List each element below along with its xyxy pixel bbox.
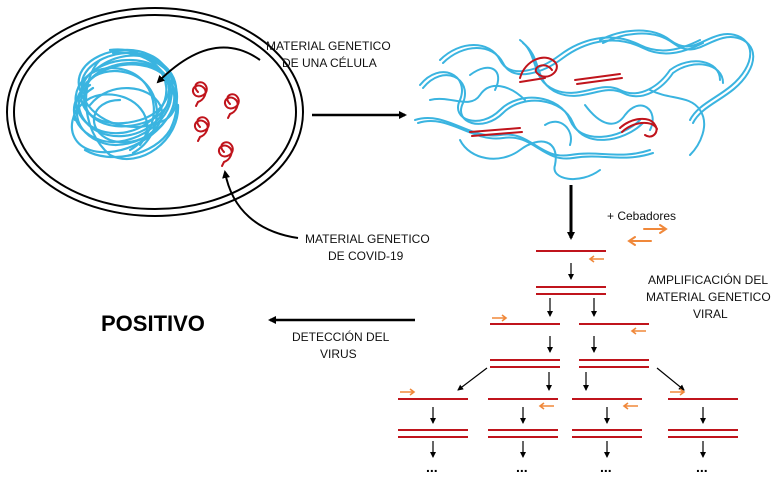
label-amplification-line1: AMPLIFICACIÓN DEL [648,272,768,287]
viral-coil [218,141,234,167]
covid-material-callout: MATERIAL GENETICO DE COVID-19 [222,170,430,263]
primer-arrow [670,388,686,396]
viral-rna-coils [192,81,240,167]
cell-material-callout: MATERIAL GENETICO DE UNA CÉLULA [156,39,391,84]
viral-coil [192,81,208,107]
cycle-2 [490,298,649,368]
callout-arrow [222,170,299,239]
cell-outer-membrane [6,7,304,217]
callout-arrow [156,46,261,84]
continuation-dots: ... [516,459,528,475]
cycle-3: ... ... ... ... [398,367,738,475]
cycle-1 [536,250,606,295]
label-detection-line1: DETECCIÓN DEL [292,329,390,344]
label-covid-material-line1: MATERIAL GENETICO [305,232,430,246]
label-amplification-line2: MATERIAL GENETICO [646,290,771,304]
host-dna-tangle-back [75,51,176,155]
continuation-dots: ... [426,459,438,475]
detection: DETECCIÓN DEL VIRUS POSITIVO [101,311,415,361]
branch-arrow [457,367,488,391]
extracted-viral-rna [469,56,658,138]
amplification-label: AMPLIFICACIÓN DEL MATERIAL GENETICO VIRA… [646,272,771,321]
label-covid-material-line2: DE COVID-19 [328,249,404,263]
pcr-amplification-tree: ... ... ... ... [398,250,738,475]
label-detection-line2: VIRUS [320,347,357,361]
primer-pair-icon [627,224,668,246]
primer-arrow [588,255,604,263]
continuation-dots: ... [696,459,708,475]
label-cell-material-line2: DE UNA CÉLULA [282,55,377,70]
cell [6,7,304,217]
branch-arrow [656,367,685,391]
label-amplification-line3: VIRAL [693,307,728,321]
viral-coil [224,93,240,119]
primer-arrow [622,402,638,410]
primer-arrow [492,314,508,322]
host-dna-tangle [70,48,180,161]
extracted-genetic-material [414,29,755,181]
cell-inner-membrane [13,14,297,210]
label-primers: + Cebadores [607,209,676,223]
primer-arrow [538,402,554,410]
result-positive: POSITIVO [101,311,205,336]
primer-arrow [400,388,416,396]
viral-coil [194,116,210,142]
primer-arrow [630,327,646,335]
primers-legend: + Cebadores [607,209,676,246]
label-cell-material-line1: MATERIAL GENETICO [266,39,391,53]
continuation-dots: ... [600,459,612,475]
extracted-host-dna-back [417,32,755,160]
